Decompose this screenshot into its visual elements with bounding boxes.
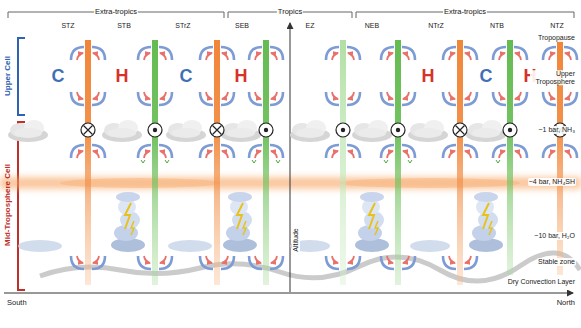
axes xyxy=(4,23,573,293)
ammonia-clouds xyxy=(8,120,506,142)
green-chevrons xyxy=(141,160,500,163)
axis-label: South xyxy=(6,299,28,308)
pressure-center: H xyxy=(116,66,129,87)
pressure-center: C xyxy=(52,66,65,87)
region-label: Extra-tropics xyxy=(94,8,138,17)
cell-label: Upper Cell xyxy=(3,56,12,96)
belt-label: EZ xyxy=(305,22,316,30)
level-label: Tropopause xyxy=(537,34,576,42)
pressure-center: H xyxy=(422,66,435,87)
cell-label: Mid-Troposphere Cell xyxy=(3,164,12,246)
level-label: Stable zone xyxy=(537,258,576,266)
axis-label: North xyxy=(556,299,576,308)
level-label: Dry Convection Layer xyxy=(507,278,576,286)
circulation-arrows xyxy=(71,47,577,269)
belt-label: NTB xyxy=(489,22,505,30)
region-label: Tropics xyxy=(277,8,303,17)
belt-label: STrZ xyxy=(174,22,191,30)
convective-storms xyxy=(111,192,503,252)
belt-label: NTrZ xyxy=(427,22,445,30)
axis-label: Altitude xyxy=(292,227,300,252)
level-label: ~4 bar, NH₄SH xyxy=(528,178,576,186)
pressure-center: H xyxy=(235,66,248,87)
level-label: ~10 bar, H₂O xyxy=(533,232,576,240)
stable-zone-curve xyxy=(40,253,580,281)
region-label: Extra-tropics xyxy=(443,8,487,17)
vertical-bars xyxy=(85,40,563,285)
belt-label: NTZ xyxy=(549,22,565,30)
belt-label: NEB xyxy=(364,22,380,30)
cell-brackets xyxy=(18,38,25,290)
belt-label: STZ xyxy=(60,22,75,30)
belt-label: SEB xyxy=(234,22,250,30)
wind-symbols xyxy=(81,123,567,137)
level-label: ~1 bar, NH₃ xyxy=(537,126,576,134)
pressure-center: C xyxy=(180,66,193,87)
pressure-center: C xyxy=(480,66,493,87)
level-label: Upper Troposphere xyxy=(530,70,576,85)
belt-label: STB xyxy=(116,22,132,30)
